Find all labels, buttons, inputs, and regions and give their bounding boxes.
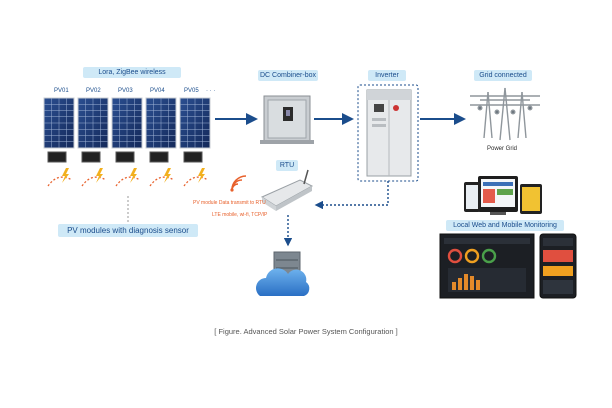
dc-combiner-label: DC Combiner-box (258, 70, 318, 81)
diagnosis-sensor-4 (149, 151, 169, 163)
power-grid-icon (470, 87, 540, 141)
lightning-icon (130, 168, 137, 183)
lightning-icon (62, 168, 69, 183)
pv-label-2: PV02 (86, 88, 101, 94)
signal-arc-3 (115, 176, 141, 187)
lightning-icon (198, 168, 205, 183)
arrow-inverter-to-rtu (314, 181, 389, 210)
lightning-icon (164, 168, 171, 183)
signal-arc-2 (81, 176, 107, 187)
grid-connected-label: Grid connected (474, 70, 532, 81)
inverter-label: Inverter (368, 70, 406, 81)
pv-label-4: PV04 (150, 88, 165, 94)
signal-arc-5 (183, 176, 209, 187)
sensor-group (47, 151, 209, 187)
solar-panel-1 (43, 97, 75, 149)
monitoring-label: Local Web and Mobile Monitoring (446, 220, 564, 231)
solar-panel-3 (111, 97, 143, 149)
pv-label-1: PV01 (54, 88, 69, 94)
dashboard-screenshot (439, 233, 577, 299)
monitoring-devices-icon (464, 176, 542, 215)
signal-arc-1 (47, 176, 73, 187)
pv-label-5: PV05 (184, 88, 199, 94)
signal-arc-4 (149, 176, 175, 187)
inverter-icon (357, 84, 419, 182)
cloud-server-icon (256, 251, 310, 296)
lightning-icon (96, 168, 103, 183)
lora-zigbee-label: Lora, ZigBee wireless (83, 67, 181, 78)
pv-label-3: PV03 (118, 88, 133, 94)
diagnosis-sensor-1 (47, 151, 67, 163)
solar-panel-4 (145, 97, 177, 149)
wifi-icon (231, 175, 247, 191)
solar-panel-5 (179, 97, 211, 149)
rtu-note-transmit: PV module Data transmit to RTU (193, 200, 266, 206)
figure-caption: [ Figure. Advanced Solar Power System Co… (214, 327, 398, 336)
rtu-label: RTU (276, 160, 298, 171)
diagnosis-sensor-5 (183, 151, 203, 163)
rtu-note-network: LTE mobile, wi-fi, TCP/IP (212, 212, 268, 218)
diagnosis-sensor-3 (115, 151, 135, 163)
pv-diagnosis-label: PV modules with diagnosis sensor (58, 224, 198, 237)
power-grid-text: Power Grid (487, 146, 518, 152)
dc-combiner-box-icon (260, 95, 314, 144)
diagnosis-sensor-2 (81, 151, 101, 163)
solar-panel-2 (77, 97, 109, 149)
pv-ellipsis: · · · (206, 88, 216, 94)
rtu-device-icon (260, 169, 314, 211)
wifi-dot (230, 188, 234, 192)
solar-panel-array (43, 97, 211, 149)
